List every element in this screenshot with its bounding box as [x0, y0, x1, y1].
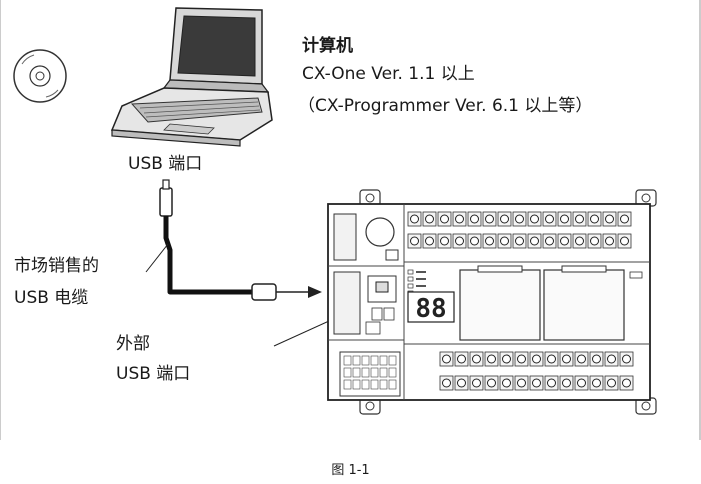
terminal-screw-head: [607, 354, 616, 364]
terminal-screw-head: [532, 354, 541, 364]
computer-title: 计算机: [302, 36, 353, 56]
plc-unit: 88: [327, 189, 657, 415]
io-indicator: [370, 355, 379, 366]
io-indicator: [370, 367, 379, 378]
usb-port-label: USB 端口: [128, 154, 203, 174]
laptop-icon: [110, 7, 273, 147]
terminal-screw-head: [502, 354, 511, 364]
terminal-screw-head: [470, 236, 479, 246]
terminal-screw-head: [485, 236, 494, 246]
terminal-screw-head: [442, 378, 451, 388]
terminal-screw-head: [517, 378, 526, 388]
seven-segment-display: [407, 291, 455, 323]
terminal-screw-head: [455, 214, 464, 224]
cable-label-line2: USB 电缆: [14, 288, 89, 308]
terminal-screw-head: [545, 236, 554, 246]
segment-display-digits: 88: [415, 294, 446, 324]
figure-caption: 图 1-1: [331, 463, 370, 478]
usb-cable: [163, 216, 256, 295]
terminal-screw-head: [517, 354, 526, 364]
terminal-screw-head: [607, 378, 616, 388]
terminal-screw-head: [425, 214, 434, 224]
terminal-screw-head: [577, 354, 586, 364]
terminal-screw-head: [500, 214, 509, 224]
terminal-screw-head: [500, 236, 509, 246]
terminal-screw-head: [605, 214, 614, 224]
terminal-screw-head: [457, 354, 466, 364]
terminal-screw-head: [562, 354, 571, 364]
terminal-screw-head: [502, 378, 511, 388]
terminal-screw-head: [515, 214, 524, 224]
terminal-screw-head: [575, 236, 584, 246]
connection-diagram: 88: [0, 0, 701, 440]
software-requirement: CX-One Ver. 1.1 以上: [302, 64, 475, 84]
terminal-blocks: [343, 211, 634, 391]
io-indicator: [361, 355, 370, 366]
terminal-screw-head: [530, 236, 539, 246]
terminal-screw-head: [605, 236, 614, 246]
terminal-screw-head: [410, 236, 419, 246]
io-indicator: [388, 379, 397, 390]
cd-rom-icon: [13, 49, 67, 103]
terminal-screw-head: [547, 378, 556, 388]
io-indicator: [352, 367, 361, 378]
terminal-screw-head: [530, 214, 539, 224]
usb-plug-plc: [251, 283, 322, 301]
io-indicator: [388, 367, 397, 378]
cable-label-line1: 市场销售的: [14, 256, 99, 276]
terminal-screw-head: [577, 378, 586, 388]
terminal-screw-head: [620, 236, 629, 246]
terminal-screw-head: [590, 214, 599, 224]
terminal-screw-head: [487, 354, 496, 364]
io-indicator: [343, 367, 352, 378]
terminal-screw-head: [457, 378, 466, 388]
terminal-screw-head: [592, 378, 601, 388]
terminal-screw-head: [410, 214, 419, 224]
io-indicator: [343, 379, 352, 390]
external-port-label-line1: 外部: [116, 334, 150, 354]
terminal-screw-head: [560, 236, 569, 246]
io-indicator: [370, 379, 379, 390]
io-indicator: [361, 379, 370, 390]
io-indicator: [361, 367, 370, 378]
terminal-screw-head: [620, 214, 629, 224]
terminal-screw-head: [590, 236, 599, 246]
terminal-screw-head: [622, 378, 631, 388]
terminal-screw-head: [515, 236, 524, 246]
terminal-screw-head: [592, 354, 601, 364]
io-indicator: [379, 355, 388, 366]
io-indicator: [352, 379, 361, 390]
io-indicator: [388, 355, 397, 366]
cable-leader-line: [145, 243, 169, 273]
io-indicator: [352, 355, 361, 366]
terminal-screw-head: [545, 214, 554, 224]
terminal-screw-head: [547, 354, 556, 364]
terminal-screw-head: [622, 354, 631, 364]
terminal-screw-head: [425, 236, 434, 246]
terminal-screw-head: [442, 354, 451, 364]
terminal-screw-head: [440, 214, 449, 224]
external-port-label-line2: USB 端口: [116, 364, 191, 384]
terminal-screw-head: [485, 214, 494, 224]
io-indicator: [343, 355, 352, 366]
terminal-screw-head: [560, 214, 569, 224]
terminal-screw-head: [532, 378, 541, 388]
io-indicator: [379, 379, 388, 390]
terminal-screw-head: [487, 378, 496, 388]
terminal-screw-head: [440, 236, 449, 246]
terminal-screw-head: [575, 214, 584, 224]
terminal-screw-head: [472, 378, 481, 388]
terminal-screw-head: [562, 378, 571, 388]
software-requirement-note: （CX-Programmer Ver. 6.1 以上等）: [298, 96, 593, 116]
io-indicator: [379, 367, 388, 378]
terminal-screw-head: [470, 214, 479, 224]
terminal-screw-head: [455, 236, 464, 246]
terminal-screw-head: [472, 354, 481, 364]
